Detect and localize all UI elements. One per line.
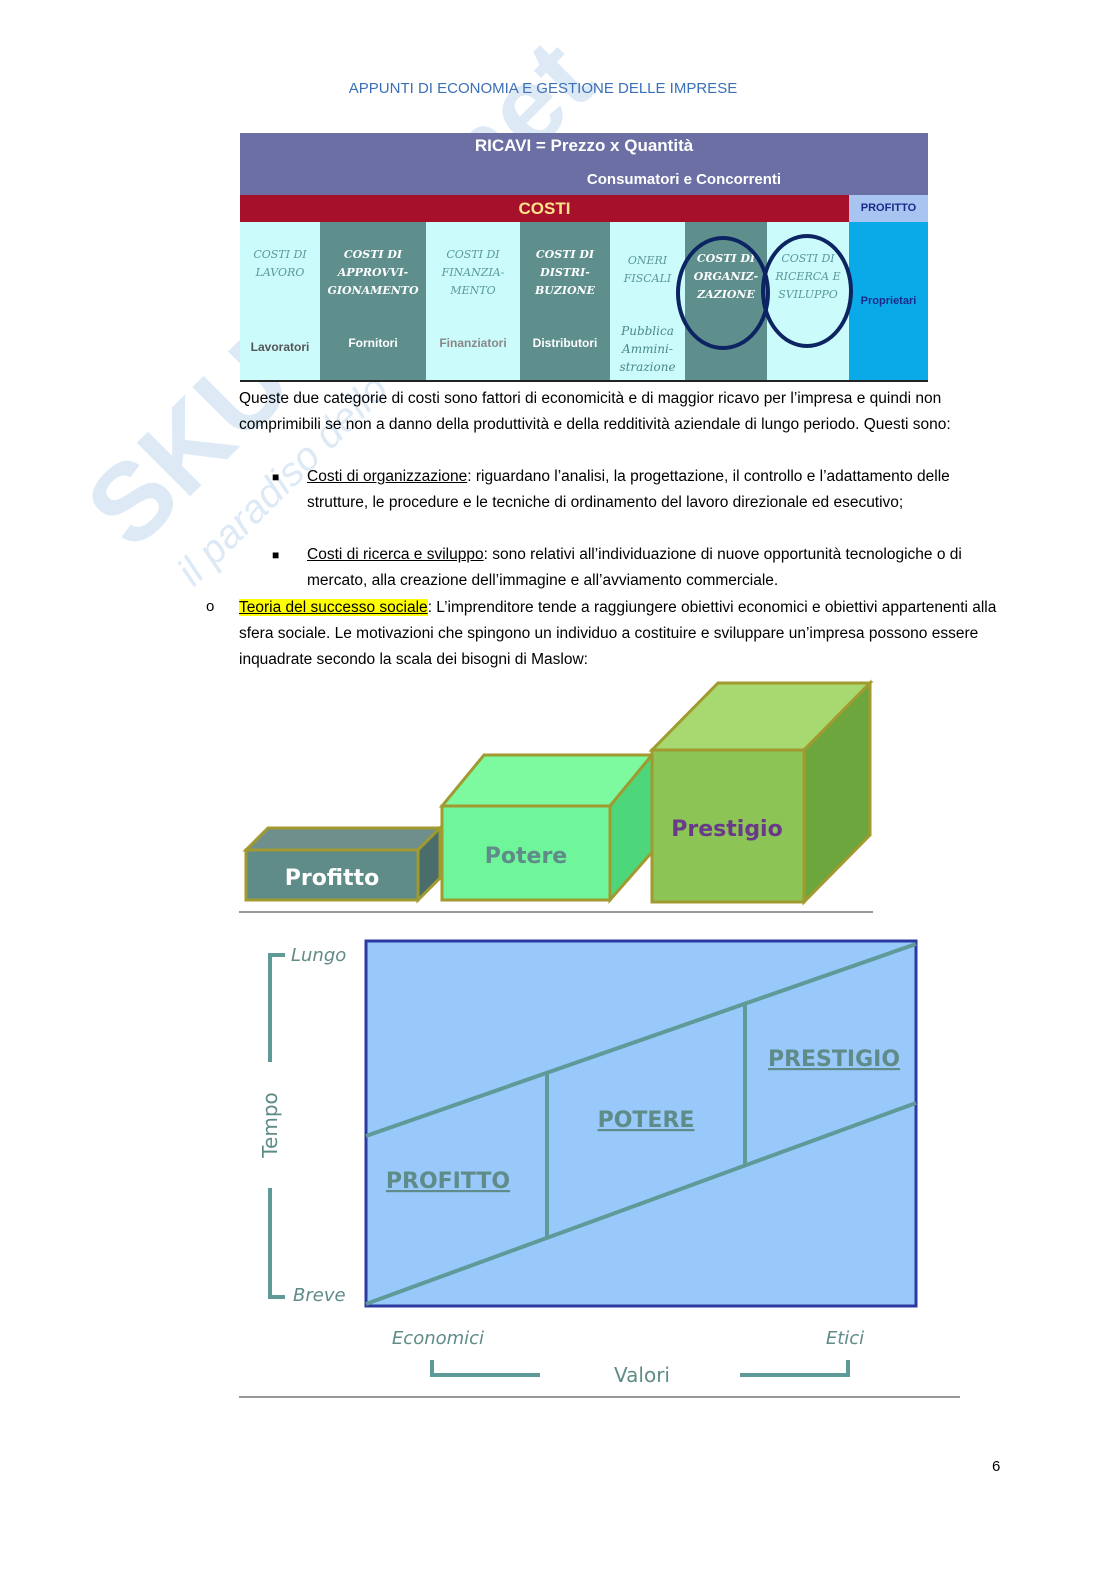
highlight-circle <box>761 234 853 348</box>
matrix-profitto: PROFITTO <box>386 1169 510 1194</box>
bullet-item: Costi di organizzazione: riguardano l’an… <box>307 468 950 511</box>
paragraph: Teoria del successo sociale: L’imprendit… <box>239 599 997 668</box>
page-number: 6 <box>992 1458 1001 1475</box>
divider <box>240 380 928 382</box>
term: Costi di ricerca e sviluppo <box>307 546 484 563</box>
page-header: APPUNTI DI ECONOMIA E GESTIONE DELLE IMP… <box>348 80 738 97</box>
profit-label: PROFITTO <box>849 195 928 222</box>
step-label-prestigio: Prestigio <box>671 817 782 842</box>
bullet-icon: ■ <box>272 548 280 562</box>
matrix-prestigio: PRESTIGIO <box>768 1047 900 1072</box>
axis-economici: Economici <box>392 1328 484 1349</box>
step-prestigio <box>648 679 874 906</box>
bullet-item: Costi di ricerca e sviluppo: sono relati… <box>307 546 962 589</box>
step-profitto <box>242 824 444 904</box>
highlighted-term: Teoria del successo sociale <box>239 599 428 616</box>
circle-bullet: o <box>206 598 215 615</box>
axis-breve: Breve <box>293 1285 346 1306</box>
step-label-potere: Potere <box>485 844 567 869</box>
axis-tempo: Tempo <box>258 1092 282 1159</box>
term: Costi di organizzazione <box>307 468 468 485</box>
bullet-icon: ■ <box>272 470 280 484</box>
owners-column: Proprietari <box>849 222 928 380</box>
revenue-subtitle: Consumatori e Concorrenti <box>586 171 782 188</box>
costs-band: COSTI <box>240 195 849 222</box>
axis-valori: Valori <box>614 1363 670 1387</box>
time-values-matrix: PROFITTO POTERE PRESTIGIO Lungo Breve Te… <box>258 939 918 1387</box>
matrix-potere: POTERE <box>598 1108 695 1133</box>
revenue-title: RICAVI = Prezzo x Quantità <box>474 136 694 155</box>
step-label-profitto: Profitto <box>285 866 380 891</box>
paragraph: Queste due categorie di costi sono fatto… <box>239 390 951 433</box>
cost-table-diagram: RICAVI = Prezzo x Quantità Consumatori e… <box>240 133 928 382</box>
step-potere <box>438 750 656 904</box>
axis-etici: Etici <box>826 1328 864 1349</box>
axis-lungo: Lungo <box>291 945 346 966</box>
revenue-band <box>240 133 928 195</box>
